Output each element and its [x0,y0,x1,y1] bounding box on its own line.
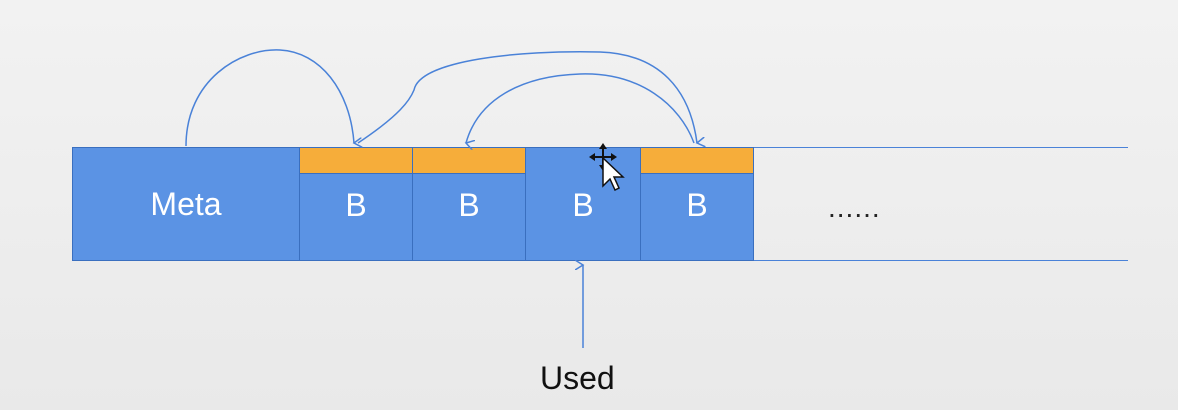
block-3-used: B [525,147,641,261]
block-3-label: B [572,186,594,223]
tape-top-edge [752,147,1128,148]
tape-bottom-edge [752,260,1128,261]
meta-label: Meta [150,185,222,222]
continuation-ellipsis: ...... [828,192,881,223]
arrow-block-4-to-block-2 [466,73,695,143]
arrow-block-1-to-block-4 [357,51,697,143]
arrow-meta-to-block-1 [185,49,354,146]
block-4-header [640,147,754,174]
block-2-label: B [458,186,480,223]
block-4-label: B [686,186,708,223]
mouse-pointer-icon [602,156,625,192]
block-1-label: B [345,186,367,223]
used-label: Used [540,360,615,396]
meta-block: Meta [72,147,300,261]
